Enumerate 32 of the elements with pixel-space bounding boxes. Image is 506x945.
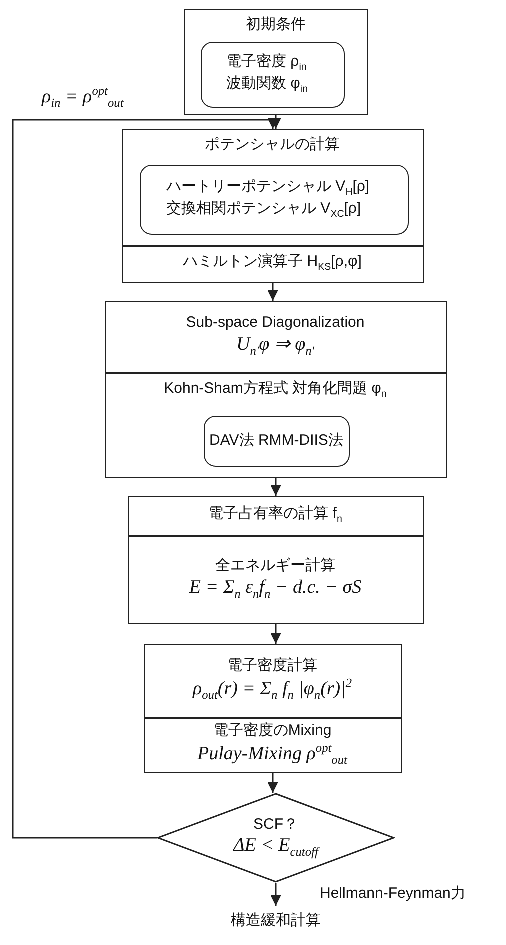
arrow	[270, 478, 282, 496]
process-box	[122, 129, 424, 283]
node-text: DAV法 RMM-DIIS法	[210, 432, 344, 450]
formula-text: E = Σ$_{n}$ ε$_{n}$f$_{n}$ − d.c. − σS	[189, 576, 362, 602]
node-text: 初期条件	[246, 16, 306, 35]
node-text: SCF？	[254, 816, 298, 834]
arrow	[268, 773, 278, 793]
process-box	[184, 9, 368, 115]
node-text: 電子占有率の計算 f$_{n}$	[208, 504, 342, 526]
node-text: ハミルトン演算子 H$_{KS}$[ρ,φ]	[183, 253, 362, 275]
rounded-box	[204, 416, 350, 466]
node-text: ポテンシャルの計算	[205, 136, 340, 154]
node-text: 全エネルギー計算	[216, 557, 336, 576]
arrow	[270, 883, 282, 906]
formula-text: ΔE < E$_{cutoff}$	[234, 834, 318, 860]
formula-text: U$_{n'}$φ ⇒ φ$_{n'}$	[236, 332, 314, 359]
node-text: 電子密度計算	[228, 657, 318, 676]
arrow	[268, 283, 278, 301]
node-text: ハートリーポテンシャル V$_{H}$[ρ] 交換相関ポテンシャル V$_{XC}$[ρ]	[166, 178, 371, 221]
arrow	[270, 624, 282, 644]
node-text: Sub-space Diagonalization	[186, 314, 365, 333]
node-text: Kohn-Sham方程式 対角化問題 φ$_{n}$	[164, 380, 387, 401]
process-box	[105, 301, 447, 478]
rounded-box	[200, 42, 344, 108]
process-box	[128, 496, 424, 624]
node-text: 電子密度 ρ$_{in}$ 波動関数 φ$_{in}$	[226, 53, 309, 96]
rounded-box	[140, 164, 408, 234]
node-text: 電子密度のMixing	[213, 722, 332, 741]
decision-diamond	[157, 793, 395, 883]
formula-text: ρ$_{out}$(r) = Σ$_{n}$ f$_{n}$ |φ$_{n}$(r)|$^{2}$	[192, 676, 352, 704]
node-text: 構造緩和計算	[231, 912, 321, 930]
process-box	[144, 644, 402, 773]
